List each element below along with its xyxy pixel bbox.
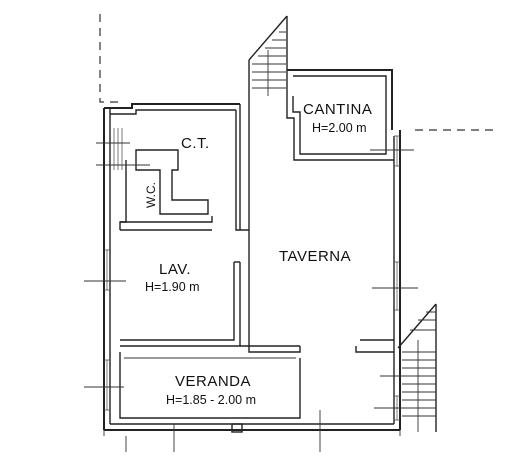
veranda-height: H=1.85 - 2.00 m [166,393,256,407]
outer-walls [103,69,401,431]
cantina-label: CANTINA [303,101,372,118]
stair-top [248,15,288,96]
lav-height: H=1.90 m [145,280,200,294]
veranda-label: VERANDA [175,373,251,390]
wc-label: W.C. [144,182,158,208]
openings [103,128,401,436]
lav-label: LAV. [159,261,191,278]
taverna-label: TAVERNA [279,248,351,265]
cantina-height: H=2.00 m [312,121,367,135]
stair-right [397,303,437,432]
boundary-lines [99,14,498,131]
ct-label: C.T. [181,135,210,152]
interior-walls [119,96,394,419]
reference-lines [84,142,418,452]
